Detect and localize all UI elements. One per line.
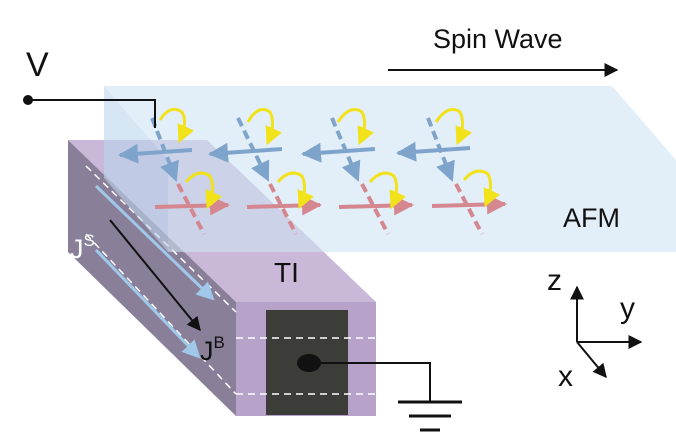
spin-arrow-red bbox=[431, 194, 507, 215]
bulk-current-superscript: B bbox=[214, 333, 225, 352]
spin-arrow-red bbox=[246, 195, 322, 216]
surface-current-symbol: J bbox=[70, 234, 84, 264]
spin-precession-red bbox=[268, 183, 298, 235]
voltage-label: V bbox=[26, 46, 49, 84]
ground-lead bbox=[297, 354, 462, 432]
ground-wire bbox=[309, 362, 431, 401]
surface-current-label: JS bbox=[70, 231, 95, 264]
surface-current-arrow bbox=[94, 248, 201, 359]
spin-precession-red bbox=[176, 183, 206, 235]
surface-edge-line bbox=[85, 233, 237, 395]
axis-x-label: x bbox=[558, 360, 573, 393]
spin-sublattice-a bbox=[118, 117, 471, 182]
precession-curl bbox=[184, 171, 223, 210]
precession-curl bbox=[276, 171, 315, 210]
spin-precession-blue bbox=[236, 117, 270, 182]
bulk-current-arrow bbox=[109, 219, 201, 332]
axis-x-arrow bbox=[576, 341, 607, 379]
surface-current-arrow bbox=[94, 184, 215, 301]
spin-arrow-blue bbox=[396, 141, 471, 162]
spin-precession-red bbox=[360, 183, 390, 235]
spin-precession-red bbox=[454, 183, 484, 235]
voltage-wire bbox=[28, 99, 156, 128]
spin-precession-blue bbox=[426, 117, 455, 182]
precession-curl bbox=[434, 108, 473, 146]
spin-arrow-blue bbox=[208, 142, 283, 163]
surface-current-superscript: S bbox=[84, 231, 95, 250]
precession-curl bbox=[336, 108, 375, 146]
precession-markers bbox=[158, 107, 501, 210]
voltage-lead bbox=[23, 95, 156, 128]
spin-arrow-blue bbox=[301, 142, 376, 163]
axis-y-label: y bbox=[620, 292, 635, 325]
ti-label: TI bbox=[274, 257, 299, 288]
bulk-current-label: JB bbox=[200, 333, 225, 366]
spin-arrow-red bbox=[338, 195, 414, 216]
spin-precession-blue bbox=[330, 117, 361, 182]
spin-wave-label: Spin Wave bbox=[433, 24, 563, 54]
spin-precession-blue bbox=[150, 117, 179, 182]
bulk-current-symbol: J bbox=[200, 336, 214, 366]
spin-arrow-red bbox=[154, 195, 230, 216]
afm-front-face bbox=[104, 86, 168, 252]
afm-top-face bbox=[104, 86, 676, 160]
axis-z-label: z bbox=[547, 264, 562, 297]
afm-label: AFM bbox=[563, 203, 620, 233]
precession-curl bbox=[158, 107, 195, 144]
precession-curl bbox=[246, 108, 283, 146]
spin-arrow-blue bbox=[118, 143, 193, 164]
coordinate-axes bbox=[570, 285, 643, 379]
precession-curl bbox=[368, 171, 407, 210]
precession-curl bbox=[462, 169, 501, 208]
